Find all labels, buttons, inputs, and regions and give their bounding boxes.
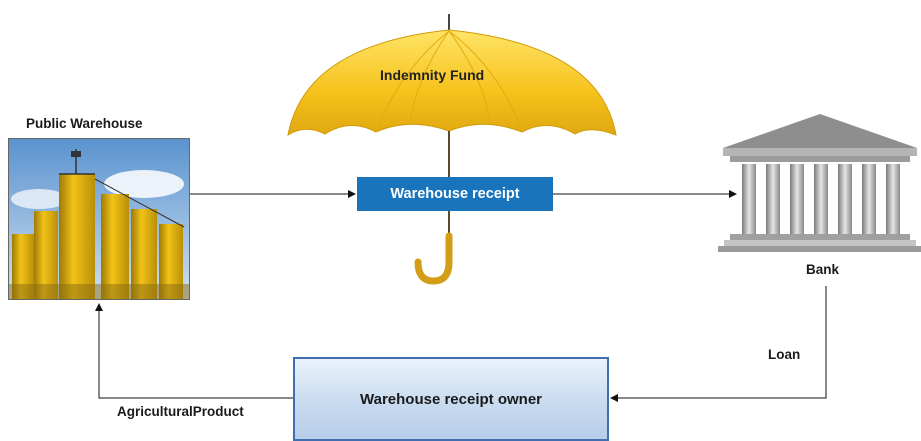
warehouse-receipt-owner-box: Warehouse receipt owner	[293, 357, 609, 441]
indemnity-fund-label: Indemnity Fund	[380, 67, 485, 83]
loan-label: Loan	[768, 347, 801, 362]
agricultural-product-label: AgriculturalProduct	[117, 404, 244, 419]
bank-label: Bank	[806, 262, 840, 277]
public-warehouse-label: Public Warehouse	[26, 116, 143, 131]
arrow-owner-to-warehouse	[95, 303, 293, 399]
arrow-bank-to-owner	[610, 286, 827, 402]
silo-photo	[8, 138, 190, 300]
warehouse-receipt-box: Warehouse receipt	[357, 177, 553, 211]
